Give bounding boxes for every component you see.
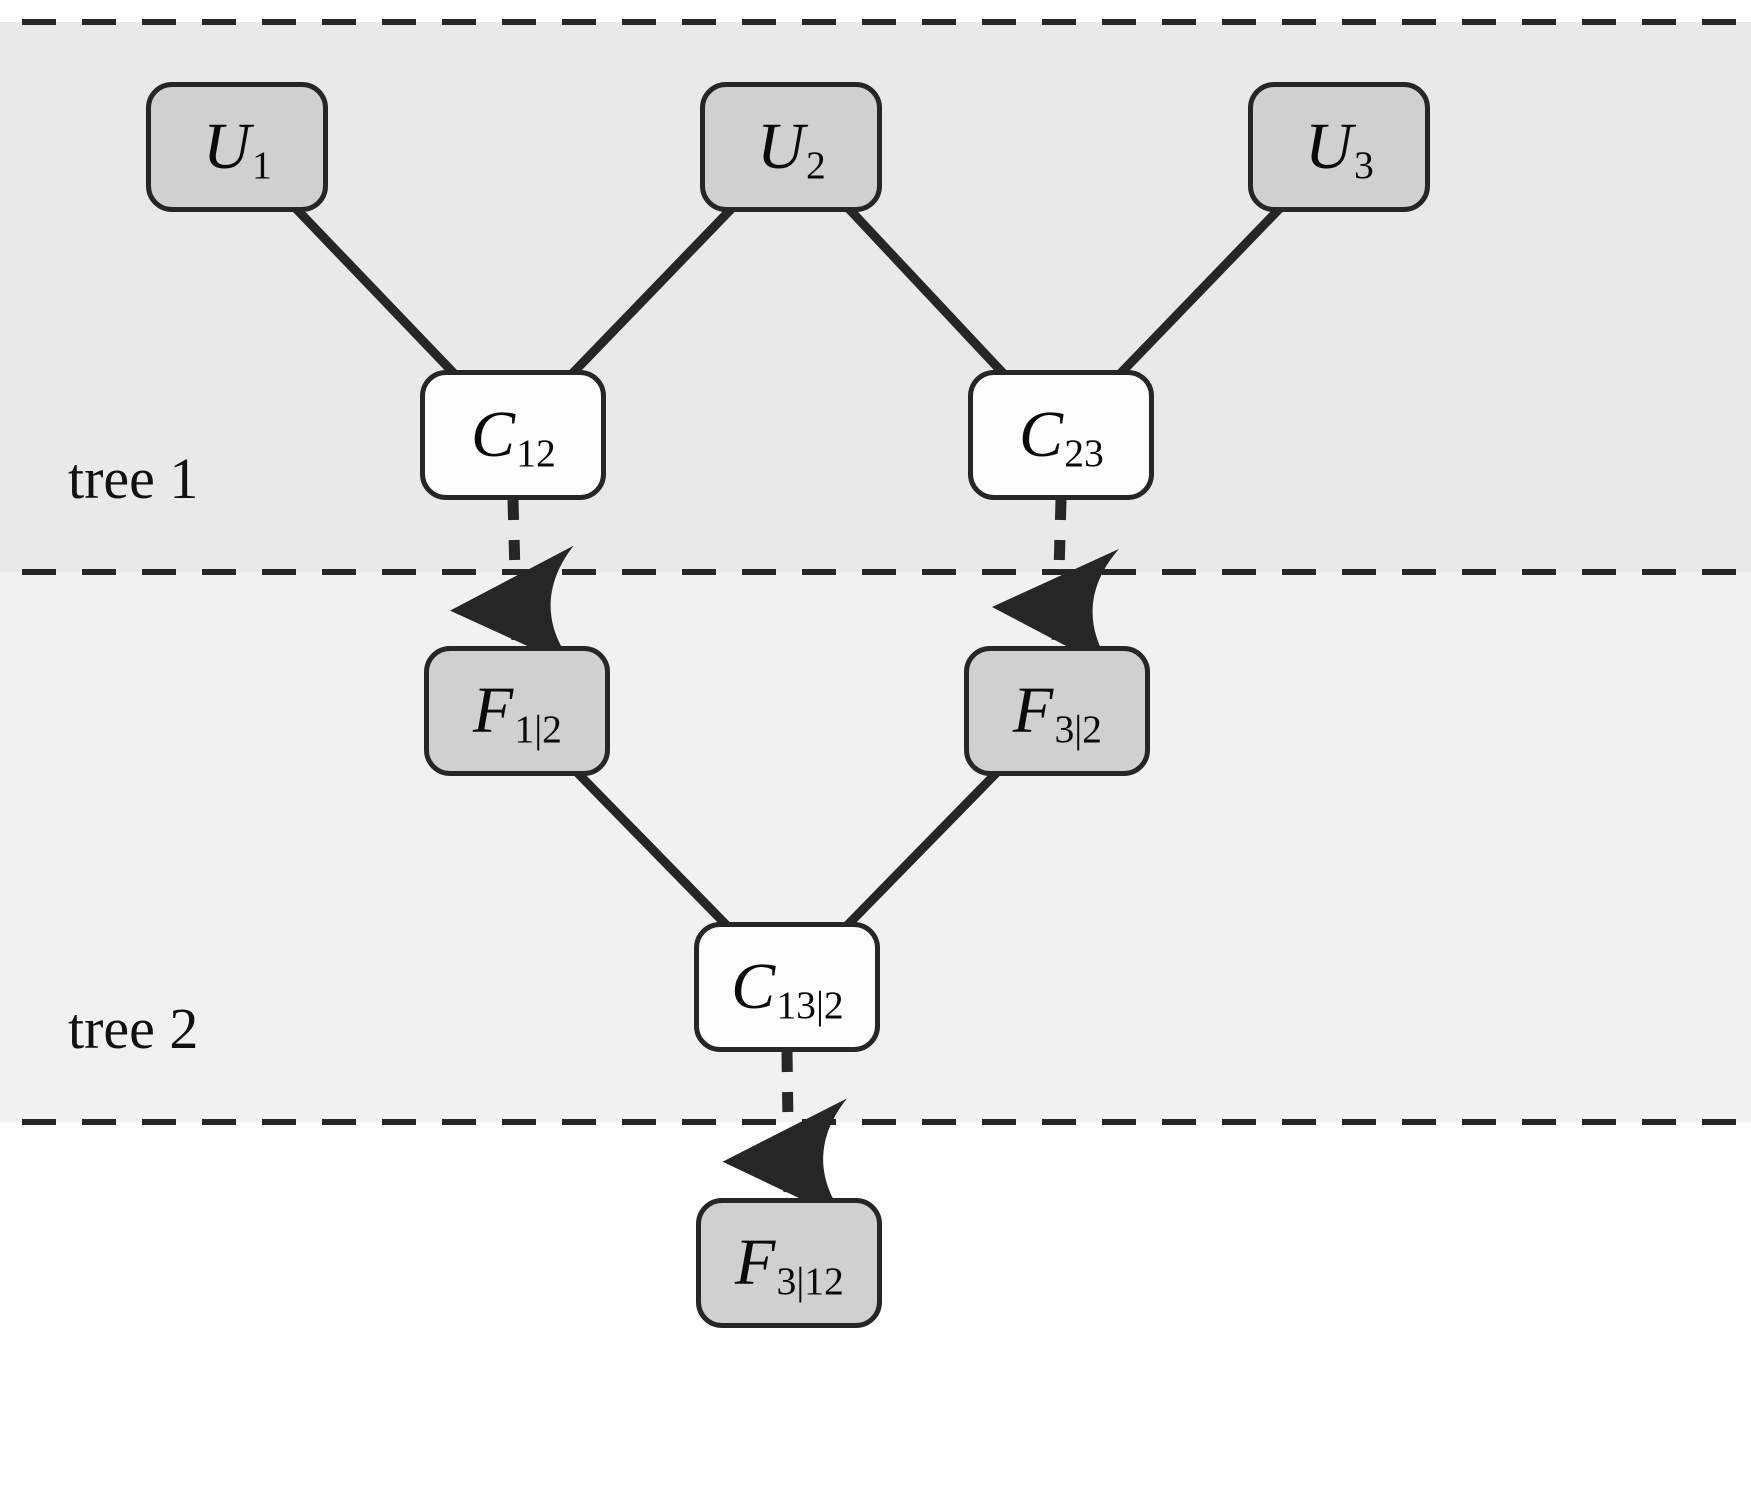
node-F1-2[interactable]: F1|2 [424, 646, 610, 776]
node-label-subscript: 3|12 [776, 1259, 844, 1304]
node-label-base: C [1018, 398, 1064, 471]
node-label-base: F [1012, 674, 1054, 747]
node-label: C23 [1019, 402, 1104, 474]
node-U3[interactable]: U3 [1248, 82, 1430, 212]
node-label-base: C [470, 398, 516, 471]
node-C12[interactable]: C12 [420, 370, 606, 500]
node-C23[interactable]: C23 [968, 370, 1154, 500]
node-F3-12[interactable]: F3|12 [696, 1198, 882, 1328]
node-label-base: U [1305, 110, 1354, 183]
node-U2[interactable]: U2 [700, 82, 882, 212]
node-label: C13|2 [731, 954, 844, 1026]
edge-U1-to-C12 [290, 202, 460, 380]
graph-edges [290, 202, 1286, 1222]
node-U1[interactable]: U1 [146, 82, 328, 212]
node-label-subscript: 1 [251, 143, 272, 188]
edge-U3-to-C23 [1114, 202, 1286, 380]
node-label-base: C [731, 950, 776, 1023]
node-label-subscript: 2 [805, 143, 826, 188]
node-label: F3|2 [1013, 678, 1102, 750]
edge-arrow-C12-to-F1|2 [450, 499, 578, 669]
node-label-subscript: 13|2 [776, 983, 844, 1028]
tree-band-label-1: tree 1 [68, 446, 199, 511]
node-label: F1|2 [473, 678, 562, 750]
node-label: C12 [471, 402, 556, 474]
node-label-base: F [472, 674, 514, 747]
edge-arrow-C23-to-F3|2 [992, 499, 1120, 673]
node-label-subscript: 3 [1353, 143, 1374, 188]
edge-F3|2-to-C13|2 [841, 766, 1003, 932]
edge-U2-to-C12 [566, 202, 738, 380]
node-label: U1 [203, 114, 272, 186]
node-label: U3 [1305, 114, 1374, 186]
edge-U2-to-C23 [843, 202, 1009, 380]
node-label: U2 [757, 114, 826, 186]
node-label-base: U [203, 110, 252, 183]
node-label-subscript: 12 [516, 431, 556, 476]
edge-F1|2-to-C13|2 [571, 766, 733, 932]
node-C13-2[interactable]: C13|2 [694, 922, 880, 1052]
node-label-base: U [757, 110, 806, 183]
node-label-base: F [734, 1226, 776, 1299]
node-F3-2[interactable]: F3|2 [964, 646, 1150, 776]
node-label-subscript: 23 [1064, 431, 1104, 476]
node-label-subscript: 1|2 [514, 707, 562, 752]
node-label-subscript: 3|2 [1054, 707, 1102, 752]
tree-separators [22, 19, 1739, 1125]
node-label: F3|12 [735, 1230, 844, 1302]
edge-arrow-C13|2-to-F3|12 [722, 1051, 849, 1222]
tree-band-label-2: tree 2 [68, 996, 199, 1061]
